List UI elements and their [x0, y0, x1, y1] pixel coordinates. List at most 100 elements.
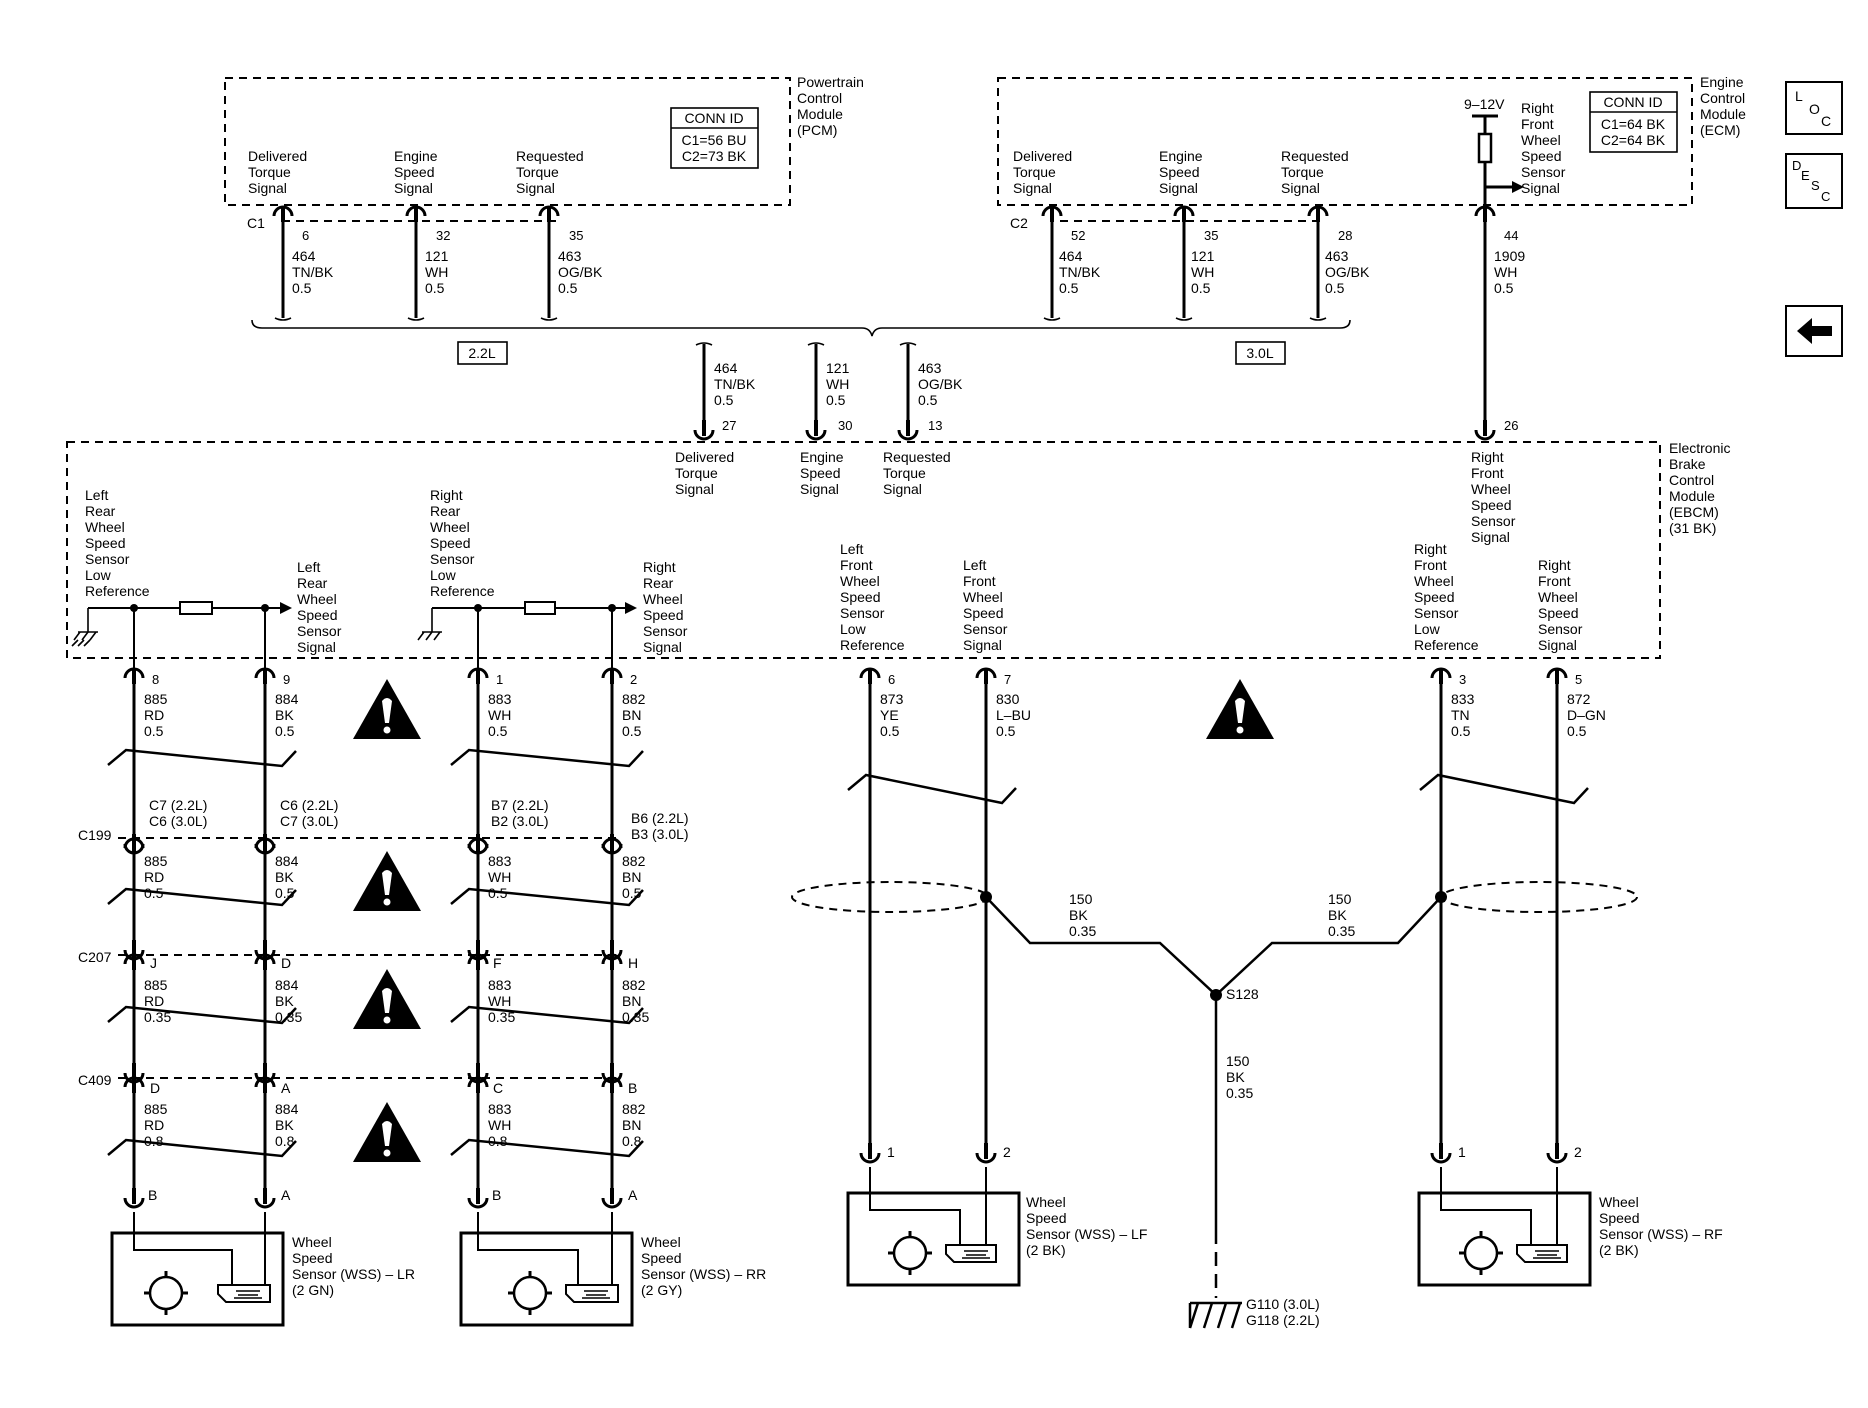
svg-text:BK: BK [275, 869, 294, 885]
svg-text:Left: Left [840, 541, 863, 557]
ecm-rf-signal-label: Right Front Wheel Speed Sensor Signal [1521, 100, 1566, 196]
ebcm-output-pins: 8 9 1 2 6 7 3 5 [123, 667, 1582, 687]
svg-text:150: 150 [1226, 1053, 1250, 1069]
svg-text:Speed: Speed [840, 589, 880, 605]
svg-text:883: 883 [488, 853, 512, 869]
svg-text:WH: WH [488, 993, 511, 1009]
svg-text:B2 (3.0L): B2 (3.0L) [491, 813, 549, 829]
svg-text:B: B [492, 1187, 501, 1203]
svg-text:Speed: Speed [800, 465, 840, 481]
svg-text:Speed: Speed [1538, 605, 1578, 621]
svg-text:Speed: Speed [1159, 164, 1199, 180]
svg-text:121: 121 [425, 248, 449, 264]
svg-text:Sensor: Sensor [297, 623, 342, 639]
svg-text:Front: Front [1414, 557, 1447, 573]
svg-text:884: 884 [275, 691, 299, 707]
svg-text:Speed: Speed [643, 607, 683, 623]
ebcm-lr-circuit: Left Rear Wheel Speed Sensor Low Referen… [71, 487, 342, 668]
svg-text:RD: RD [144, 707, 164, 723]
svg-text:0.8: 0.8 [488, 1133, 508, 1149]
svg-text:463: 463 [1325, 248, 1349, 264]
svg-text:35: 35 [1204, 228, 1218, 243]
svg-text:Speed: Speed [297, 607, 337, 623]
svg-text:0.5: 0.5 [1494, 280, 1514, 296]
svg-text:BK: BK [275, 993, 294, 1009]
connector-c409: C409 D A C B [78, 1061, 637, 1096]
svg-text:Torque: Torque [248, 164, 291, 180]
svg-text:Module: Module [1669, 488, 1715, 504]
svg-text:Engine: Engine [1700, 74, 1744, 90]
svg-text:Module: Module [797, 106, 843, 122]
svg-text:Control: Control [1669, 472, 1714, 488]
svg-text:Wheel: Wheel [297, 591, 337, 607]
svg-text:Left: Left [963, 557, 986, 573]
svg-text:830: 830 [996, 691, 1020, 707]
svg-text:0.35: 0.35 [1328, 923, 1355, 939]
svg-text:(EBCM): (EBCM) [1669, 504, 1719, 520]
ecm-wires: 52 35 28 44 464 TN/BK 0.5 121 WH 0.5 463… [1041, 205, 1525, 420]
svg-text:Low: Low [430, 567, 457, 583]
svg-text:Rear: Rear [85, 503, 116, 519]
svg-text:Engine: Engine [1159, 148, 1203, 164]
svg-text:C207: C207 [78, 949, 112, 965]
svg-text:C2=73 BK: C2=73 BK [682, 148, 747, 164]
svg-text:0.5: 0.5 [558, 280, 578, 296]
svg-text:885: 885 [144, 977, 168, 993]
svg-text:F: F [493, 955, 502, 971]
ecm-wire-1909: 1909 WH 0.5 [1494, 248, 1525, 296]
svg-text:Signal: Signal [1281, 180, 1320, 196]
connector-c207: C207 J D F H [78, 938, 638, 972]
svg-text:Sensor: Sensor [1414, 605, 1459, 621]
svg-text:C6 (2.2L): C6 (2.2L) [280, 797, 338, 813]
svg-text:C2=64 BK: C2=64 BK [1601, 132, 1666, 148]
desc-button[interactable]: D E S C [1785, 153, 1843, 209]
svg-text:Wheel: Wheel [430, 519, 470, 535]
svg-text:Delivered: Delivered [675, 449, 734, 465]
svg-text:Left: Left [85, 487, 108, 503]
svg-text:Control: Control [797, 90, 842, 106]
svg-text:C1=56 BU: C1=56 BU [682, 132, 747, 148]
svg-text:0.5: 0.5 [714, 392, 734, 408]
svg-text:Wheel: Wheel [643, 591, 683, 607]
svg-text:Torque: Torque [1013, 164, 1056, 180]
svg-text:S: S [1811, 178, 1820, 193]
svg-text:2: 2 [630, 672, 637, 687]
svg-text:884: 884 [275, 853, 299, 869]
svg-text:882: 882 [622, 1101, 646, 1117]
svg-text:150: 150 [1069, 891, 1093, 907]
svg-text:E: E [1801, 168, 1810, 183]
svg-text:Reference: Reference [430, 583, 495, 599]
svg-text:Reference: Reference [1414, 637, 1479, 653]
svg-text:Sensor: Sensor [643, 623, 688, 639]
svg-text:883: 883 [488, 1101, 512, 1117]
svg-text:Delivered: Delivered [1013, 148, 1072, 164]
svg-text:0.8: 0.8 [144, 1133, 164, 1149]
svg-text:Right: Right [1538, 557, 1571, 573]
svg-text:464: 464 [292, 248, 316, 264]
loc-button[interactable]: L O C [1785, 81, 1843, 135]
ebcm-in-wire-464: 464 TN/BK 0.5 [714, 360, 756, 408]
svg-text:Front: Front [1471, 465, 1504, 481]
svg-text:Signal: Signal [297, 639, 336, 655]
svg-text:Engine: Engine [394, 148, 438, 164]
svg-text:0.5: 0.5 [1567, 723, 1587, 739]
svg-text:Speed: Speed [963, 605, 1003, 621]
svg-text:Front: Front [1521, 116, 1554, 132]
svg-text:32: 32 [436, 228, 450, 243]
warning-icon [353, 969, 421, 1029]
svg-text:BK: BK [1069, 907, 1088, 923]
svg-text:Right: Right [643, 559, 676, 575]
svg-text:0.5: 0.5 [488, 723, 508, 739]
back-button[interactable] [1785, 305, 1843, 357]
svg-text:0.35: 0.35 [488, 1009, 515, 1025]
option-2-2l: 2.2L [468, 345, 495, 361]
svg-text:Wheel: Wheel [1414, 573, 1454, 589]
ecm-connector-label: C2 [1010, 215, 1028, 231]
svg-text:(2 BK): (2 BK) [1599, 1242, 1639, 1258]
svg-text:Front: Front [840, 557, 873, 573]
